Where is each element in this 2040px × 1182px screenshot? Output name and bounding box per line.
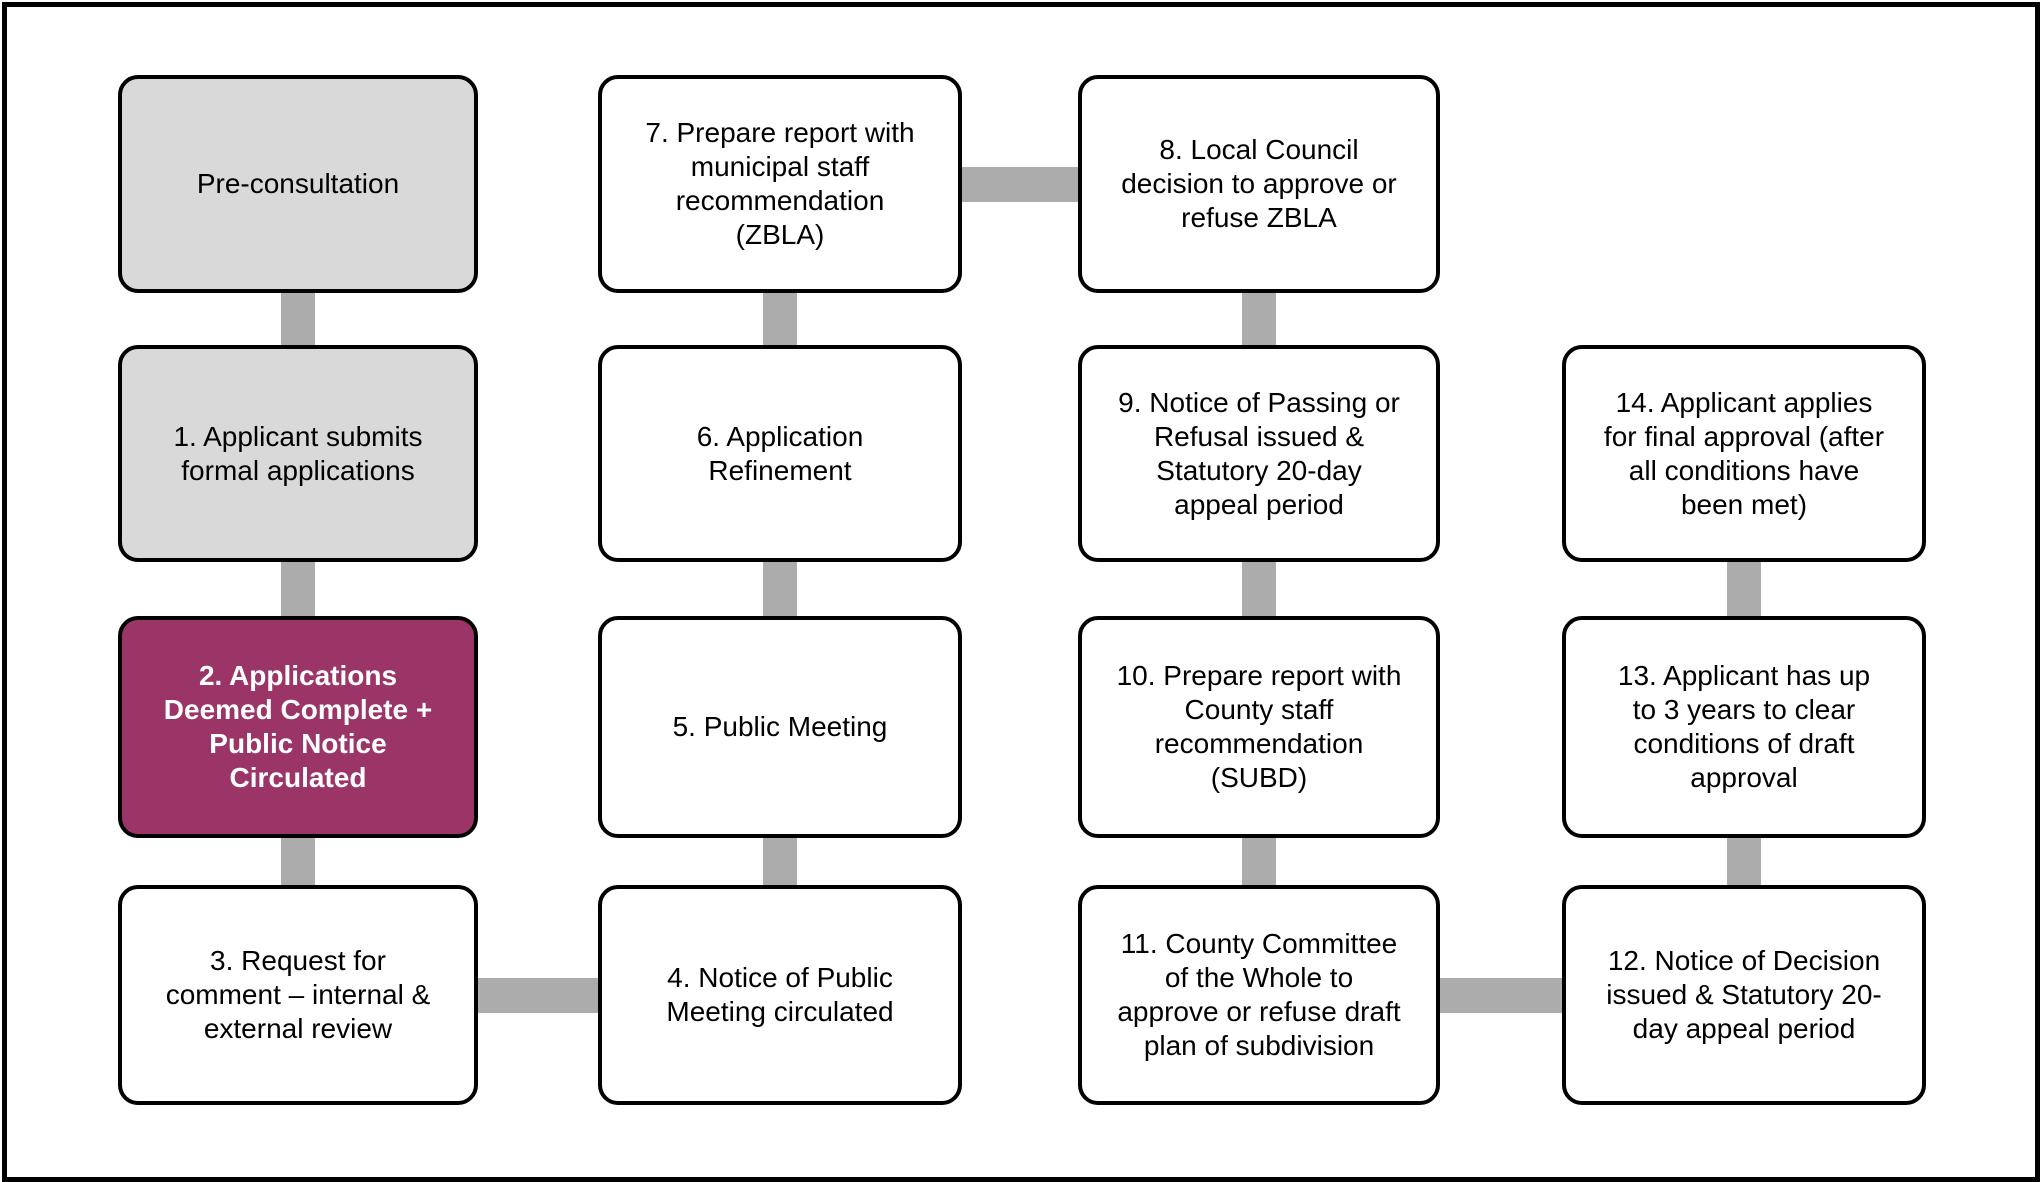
- connector-7-to-8: [958, 167, 1082, 202]
- node-label: 7. Prepare report with municipal staff r…: [645, 117, 915, 250]
- connector-2-to-3: [281, 834, 315, 889]
- node-label: 12. Notice of Decision issued & Statutor…: [1606, 945, 1882, 1044]
- node-label: 9. Notice of Passing or Refusal issued &…: [1118, 386, 1400, 520]
- connector-3-to-4: [474, 978, 602, 1013]
- connector-13-to-14: [1727, 558, 1761, 620]
- node-label: 14. Applicant applies for final approval…: [1603, 386, 1885, 520]
- node-label: 2. Applications Deemed Complete + Public…: [163, 660, 433, 793]
- connector-11-to-12: [1436, 978, 1566, 1013]
- node-label: 4. Notice of Public Meeting circulated: [666, 962, 894, 1027]
- node-14-applicant-applies-final: 14. Applicant applies for final approval…: [1562, 345, 1926, 562]
- node-3-request-for-comment: 3. Request for comment – internal & exte…: [118, 885, 478, 1105]
- node-label: 10. Prepare report with County staff rec…: [1116, 660, 1402, 793]
- connector-4-to-5: [763, 834, 797, 889]
- connector-10-to-11: [1242, 834, 1276, 889]
- node-label: 13. Applicant has up to 3 years to clear…: [1617, 660, 1871, 793]
- node-pre-consultation: Pre-consultation: [118, 75, 478, 293]
- node-12-notice-of-decision: 12. Notice of Decision issued & Statutor…: [1562, 885, 1926, 1105]
- node-4-notice-public-meeting: 4. Notice of Public Meeting circulated: [598, 885, 962, 1105]
- node-label: 11. County Committee of the Whole to app…: [1117, 928, 1401, 1061]
- connector-9-to-10: [1242, 558, 1276, 620]
- node-6-application-refinement: 6. Application Refinement: [598, 345, 962, 562]
- connector-5-to-6: [763, 558, 797, 620]
- connector-12-to-13: [1727, 834, 1761, 889]
- node-1-applicant-submits: 1. Applicant submits formal applications: [118, 345, 478, 562]
- node-label: 5. Public Meeting: [672, 711, 888, 742]
- node-5-public-meeting: 5. Public Meeting: [598, 616, 962, 838]
- node-11-county-committee: 11. County Committee of the Whole to app…: [1078, 885, 1440, 1105]
- connector-6-to-7: [763, 290, 797, 350]
- node-13-applicant-3-years: 13. Applicant has up to 3 years to clear…: [1562, 616, 1926, 838]
- node-10-prepare-report-subd: 10. Prepare report with County staff rec…: [1078, 616, 1440, 838]
- node-label: 1. Applicant submits formal applications: [173, 420, 423, 486]
- node-label: Pre-consultation: [196, 168, 400, 199]
- node-8-local-council-decision: 8. Local Council decision to approve or …: [1078, 75, 1440, 293]
- node-2-applications-deemed-complete: 2. Applications Deemed Complete + Public…: [118, 616, 478, 838]
- node-9-notice-of-passing: 9. Notice of Passing or Refusal issued &…: [1078, 345, 1440, 562]
- node-7-prepare-report-zbla: 7. Prepare report with municipal staff r…: [598, 75, 962, 293]
- node-label: 3. Request for comment – internal & exte…: [165, 945, 431, 1044]
- connector-pre-to-1: [281, 290, 315, 350]
- connector-8-to-9: [1242, 290, 1276, 350]
- node-label: 6. Application Refinement: [696, 420, 864, 486]
- node-label: 8. Local Council decision to approve or …: [1121, 134, 1397, 233]
- connector-1-to-2: [281, 558, 315, 620]
